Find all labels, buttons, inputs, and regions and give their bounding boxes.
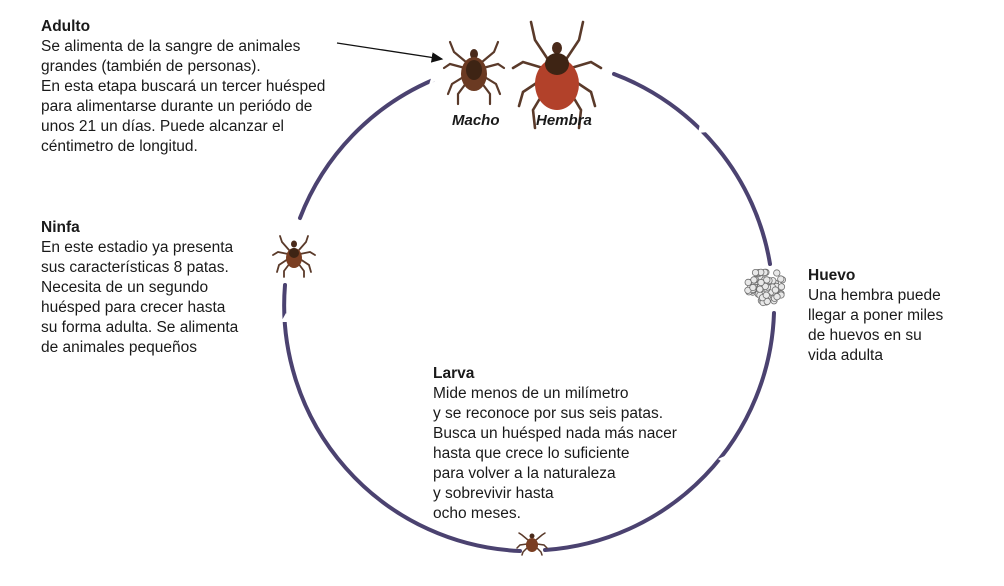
egg (773, 293, 781, 301)
egg (777, 275, 785, 283)
female-tick-icon (511, 20, 603, 130)
stage-line: llegar a poner miles (808, 307, 944, 324)
arrowhead-icon (281, 313, 291, 322)
stage-line: Una hembra puede (808, 287, 941, 304)
cycle-ring (282, 72, 776, 553)
stage-huevo: Huevo Una hembra puede llegar a poner mi… (808, 266, 943, 366)
stage-line: Necesita de un segundo (41, 279, 209, 296)
cycle-arrowheads (281, 75, 727, 465)
stage-title-ninfa: Ninfa (41, 219, 80, 236)
larva-tick-icon (516, 532, 548, 556)
nymph-tick-icon (272, 235, 316, 278)
stage-line: para alimentarse durante un periódo de (41, 98, 313, 115)
stage-line: hasta que crece lo suficiente (433, 445, 630, 462)
stage-title-adulto: Adulto (41, 18, 91, 35)
egg (777, 283, 786, 291)
egg (773, 269, 781, 277)
adult-pointer-line (336, 42, 444, 63)
arc-larva-to-nymph (282, 283, 522, 553)
stage-line: su forma adulta. Se alimenta (41, 319, 239, 336)
stage-ninfa: Ninfa En este estadio ya presenta sus ca… (41, 218, 238, 358)
egg (757, 278, 765, 287)
egg (762, 291, 770, 299)
stage-line: Busca un huésped nada más nacer (433, 425, 677, 442)
egg (756, 285, 764, 293)
stage-line: unos 21 un días. Puede alcanzar el (41, 118, 285, 135)
egg (771, 286, 780, 294)
stage-adulto: Adulto Se alimenta de la sangre de anima… (41, 17, 325, 157)
arrowhead-icon (429, 75, 438, 85)
stage-line: vida adulta (808, 347, 883, 364)
male-tick-icon (442, 40, 506, 106)
egg (749, 283, 757, 292)
arrowhead-icon (718, 455, 727, 465)
arc-egg-to-larva (543, 311, 776, 552)
stage-line: de animales pequeños (41, 339, 197, 356)
stage-line: céntimetro de longitud. (41, 138, 198, 155)
egg (763, 276, 771, 284)
female-label: Hembra (536, 112, 592, 129)
stage-line: sus características 8 patas. (41, 259, 229, 276)
stage-line: En esta etapa buscará un tercer huésped (41, 78, 326, 95)
stage-line: huésped para crecer hasta (41, 299, 226, 316)
stage-line: En este estadio ya presenta (41, 239, 234, 256)
stage-line: Mide menos de un milímetro (433, 385, 629, 402)
stage-line: para volver a la naturaleza (433, 465, 616, 482)
stage-line: de huevos en su (808, 327, 922, 344)
arrowhead-icon (698, 124, 708, 133)
arc-adult-to-egg (612, 72, 772, 266)
egg-cluster-icon (744, 268, 787, 307)
stage-larva: Larva Mide menos de un milímetro y se re… (433, 364, 677, 524)
stage-title-larva: Larva (433, 365, 475, 382)
stage-title-huevo: Huevo (808, 267, 856, 284)
stage-line: y se reconoce por sus seis patas. (433, 405, 664, 422)
male-label: Macho (452, 112, 500, 129)
stage-line: Se alimenta de la sangre de animales (41, 38, 301, 55)
egg (751, 268, 760, 277)
stage-line: grandes (también de personas). (41, 58, 261, 75)
stage-line: ocho meses. (433, 505, 521, 522)
egg (744, 278, 752, 286)
arc-nymph-to-adult (298, 78, 435, 220)
stage-line: y sobrevivir hasta (433, 485, 554, 502)
